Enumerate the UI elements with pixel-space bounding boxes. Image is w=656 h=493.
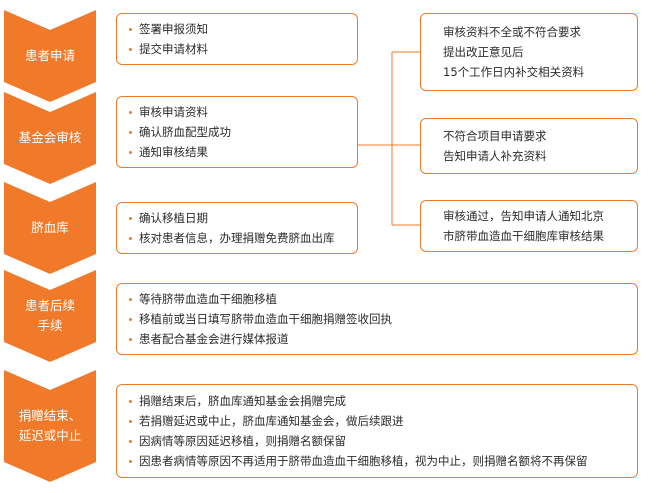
step-cord-blood-bank: 脐血库 xyxy=(4,182,96,274)
list-item: 确认移植日期 xyxy=(129,208,345,228)
outcome-line: 审核通过，告知申请人通知北京 xyxy=(443,209,604,223)
step-label-line: 捐赠结束、 xyxy=(18,408,82,423)
step-label-line: 基金会审核 xyxy=(18,130,82,145)
step-donation-end-box: 捐赠结束后，脐血库通知基金会捐赠完成 若捐赠延迟或中止，脐血库通知基金会，做后续… xyxy=(116,384,638,478)
step-label-line: 手续 xyxy=(37,318,63,333)
list-item: 核对患者信息，办理捐赠免费脐血出库 xyxy=(129,228,345,248)
step-label-line: 患者后续 xyxy=(24,298,75,313)
step-donation-end: 捐赠结束、 延迟或中止 xyxy=(4,370,96,482)
step-foundation-review-box: 审核申请资料 确认脐血配型成功 通知审核结果 xyxy=(116,96,358,168)
list-item: 确认脐血配型成功 xyxy=(129,122,345,142)
list-item: 因病情等原因延迟移植，则捐赠名额保留 xyxy=(129,431,625,451)
outcome-approved-box: 审核通过，告知申请人通知北京 市脐带血造血干细胞库审核结果 xyxy=(420,200,638,252)
step-patient-apply-box: 签署申报须知 提交申请材料 xyxy=(116,13,358,65)
outcome-not-eligible-box: 不符合项目申请要求 告知申请人补充资料 xyxy=(420,118,638,174)
step-label-line: 延迟或中止 xyxy=(18,428,82,443)
list-item: 若捐赠延迟或中止，脐血库通知基金会，做后续跟进 xyxy=(129,411,625,431)
step-patient-apply: 患者申请 xyxy=(4,10,96,102)
outcome-line: 提出改正意见后 xyxy=(443,45,524,59)
list-item: 审核申请资料 xyxy=(129,102,345,122)
step-foundation-review: 基金会审核 xyxy=(4,92,96,184)
step-patient-follow-up: 患者后续 手续 xyxy=(4,270,96,362)
step-label-line: 脐血库 xyxy=(31,220,69,235)
list-item: 捐赠结束后，脐血库通知基金会捐赠完成 xyxy=(129,391,625,411)
list-item: 患者配合基金会进行媒体报道 xyxy=(129,329,625,349)
list-item: 移植前或当日填写脐带血造血干细胞捐赠签收回执 xyxy=(129,309,625,329)
list-item: 等待脐带血造血干细胞移植 xyxy=(129,289,625,309)
list-item: 通知审核结果 xyxy=(129,142,345,162)
outcome-line: 告知申请人补充资料 xyxy=(443,149,547,163)
outcome-line: 市脐带血造血干细胞库审核结果 xyxy=(443,229,604,243)
outcome-line: 不符合项目申请要求 xyxy=(443,129,547,143)
outcome-incomplete-box: 审核资料不全或不符合要求 提出改正意见后 15个工作日内补交相关资料 xyxy=(420,13,638,91)
step-label-line: 患者申请 xyxy=(24,48,75,63)
outcome-line: 审核资料不全或不符合要求 xyxy=(443,25,581,39)
list-item: 因患者病情等原因不再适用于脐带血造血干细胞移植，视为中止，则捐赠名额将不再保留 xyxy=(129,451,625,471)
outcome-line: 15个工作日内补交相关资料 xyxy=(443,65,585,79)
step-patient-follow-up-box: 等待脐带血造血干细胞移植 移植前或当日填写脐带血造血干细胞捐赠签收回执 患者配合… xyxy=(116,283,638,355)
list-item: 提交申请材料 xyxy=(129,39,345,59)
step-cord-blood-bank-box: 确认移植日期 核对患者信息，办理捐赠免费脐血出库 xyxy=(116,202,358,254)
list-item: 签署申报须知 xyxy=(129,19,345,39)
